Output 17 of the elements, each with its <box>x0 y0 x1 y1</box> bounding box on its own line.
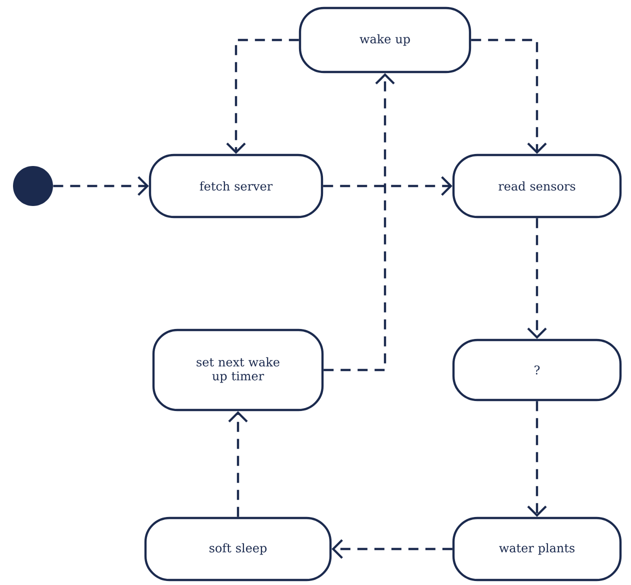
arrow <box>228 411 248 517</box>
state-box: read sensors <box>452 154 622 218</box>
arrow <box>527 401 547 517</box>
state-box: fetch server <box>148 154 324 218</box>
arrow <box>332 539 452 559</box>
arrow <box>226 38 299 154</box>
arrow <box>471 38 547 154</box>
state-box: water plants <box>452 516 622 582</box>
arrow <box>527 218 547 339</box>
arrow <box>324 73 395 372</box>
state-box: set next wake up timer <box>152 328 324 412</box>
arrow <box>323 176 452 196</box>
arrow <box>53 176 149 196</box>
state-box: ? <box>452 338 622 402</box>
state-box: soft sleep <box>144 516 332 582</box>
start-dot <box>13 166 53 206</box>
state-box: wake up <box>298 6 472 74</box>
